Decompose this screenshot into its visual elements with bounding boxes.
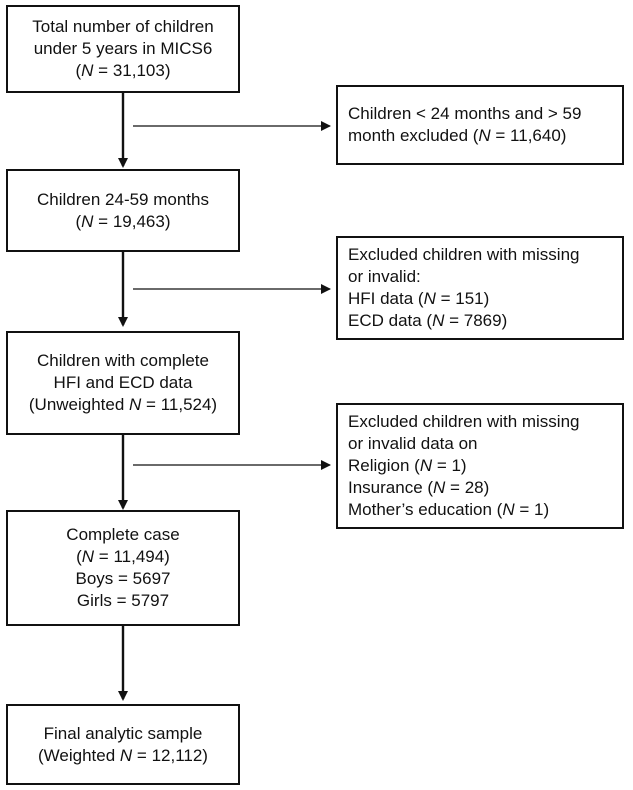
text-segment: Children 24-59 months [37,189,209,209]
text-segment: = 19,463) [93,211,171,231]
box-text-line: Final analytic sample [44,723,203,745]
box-text-line: (N = 19,463) [76,211,171,233]
n-symbol: N [419,456,433,475]
text-segment: Mother’s education ( [348,500,503,519]
box-text-line: (Unweighted N = 11,524) [29,394,217,416]
text-segment: = 11,640) [490,126,567,145]
box-text-line: (Weighted N = 12,112) [38,745,208,767]
text-segment: (Unweighted [28,395,130,414]
text-segment: (Weighted [38,745,120,765]
n-symbol: N [423,289,436,308]
text-segment: or invalid: [348,267,421,286]
box-text-line: Complete case [66,524,179,546]
n-symbol: N [478,126,491,145]
box-text-line: Boys = 5697 [76,568,171,590]
box-text-line: or invalid data on [348,433,612,455]
text-segment: Children < 24 months and > 59 [348,104,582,123]
box-text-line: under 5 years in MICS6 [34,38,213,60]
n-symbol: N [81,61,94,80]
text-segment: = 12,112) [132,745,208,765]
box-children-24-59: Children 24-59 months(N = 19,463) [6,169,240,252]
text-segment: = 28) [445,478,490,497]
n-symbol: N [129,395,142,414]
text-segment: Children with complete [37,351,209,370]
box-text-line: Excluded children with missing [348,244,612,266]
text-segment: Boys = 5697 [75,569,171,588]
text-segment: Religion ( [348,456,420,475]
text-segment: month excluded ( [348,126,479,145]
box-text-line: Total number of children [32,16,213,38]
box-excluded-covariates: Excluded children with missing or invalid… [336,403,624,529]
box-text-line: Insurance (N = 28) [348,477,612,499]
text-segment: Insurance ( [348,478,434,497]
text-segment: ( [75,61,82,80]
box-excluded-hfi-ecd: Excluded children with missing or invalid… [336,236,624,340]
text-segment: under 5 years in MICS6 [33,39,213,58]
text-segment: Total number of children [32,17,214,36]
box-text-line: HFI data (N = 151) [348,288,612,310]
text-segment: HFI data ( [348,289,424,308]
text-segment: Final analytic sample [43,723,203,743]
box-text-line: Children with complete [37,350,209,372]
box-text-line: Children < 24 months and > 59 [348,103,612,125]
text-segment: = 151) [435,289,490,308]
n-symbol: N [432,311,445,330]
n-symbol: N [502,500,515,519]
text-segment: Girls = 5797 [76,591,170,610]
text-segment: ECD data ( [348,311,433,330]
n-symbol: N [433,478,446,497]
text-segment: = 1) [432,456,467,475]
text-segment: Complete case [66,525,180,544]
box-text-line: Excluded children with missing [348,411,612,433]
box-text-line: ECD data (N = 7869) [348,310,612,332]
box-text-line: HFI and ECD data [54,372,193,394]
text-segment: = 7869) [444,311,508,330]
text-segment: Excluded children with missing [348,412,580,431]
box-text-line: Children 24-59 months [37,189,209,211]
box-text-line: (N = 11,494) [76,546,170,568]
n-symbol: N [81,211,94,231]
text-segment: = 11,494) [94,547,170,566]
text-segment: = 31,103) [93,61,171,80]
n-symbol: N [81,547,95,566]
text-segment: or invalid data on [348,434,478,453]
box-text-line: Mother’s education (N = 1) [348,499,612,521]
box-text-line: or invalid: [348,266,612,288]
box-text-line: Girls = 5797 [77,590,169,612]
text-segment: ( [75,211,82,231]
box-excluded-age: Children < 24 months and > 59 month exclu… [336,85,624,165]
text-segment: HFI and ECD data [53,373,193,392]
box-final-analytic-sample: Final analytic sample(Weighted N = 12,11… [6,704,240,785]
box-text-line: (N = 31,103) [76,60,171,82]
text-segment: Excluded children with missing [348,245,580,264]
n-symbol: N [119,745,133,765]
box-text-line: Religion (N = 1) [348,455,612,477]
box-total-children: Total number of children under 5 years in… [6,5,240,93]
box-text-line: month excluded (N = 11,640) [348,125,612,147]
text-segment: = 11,524) [141,395,218,414]
text-segment: = 1) [514,500,550,519]
text-segment: ( [76,547,82,566]
